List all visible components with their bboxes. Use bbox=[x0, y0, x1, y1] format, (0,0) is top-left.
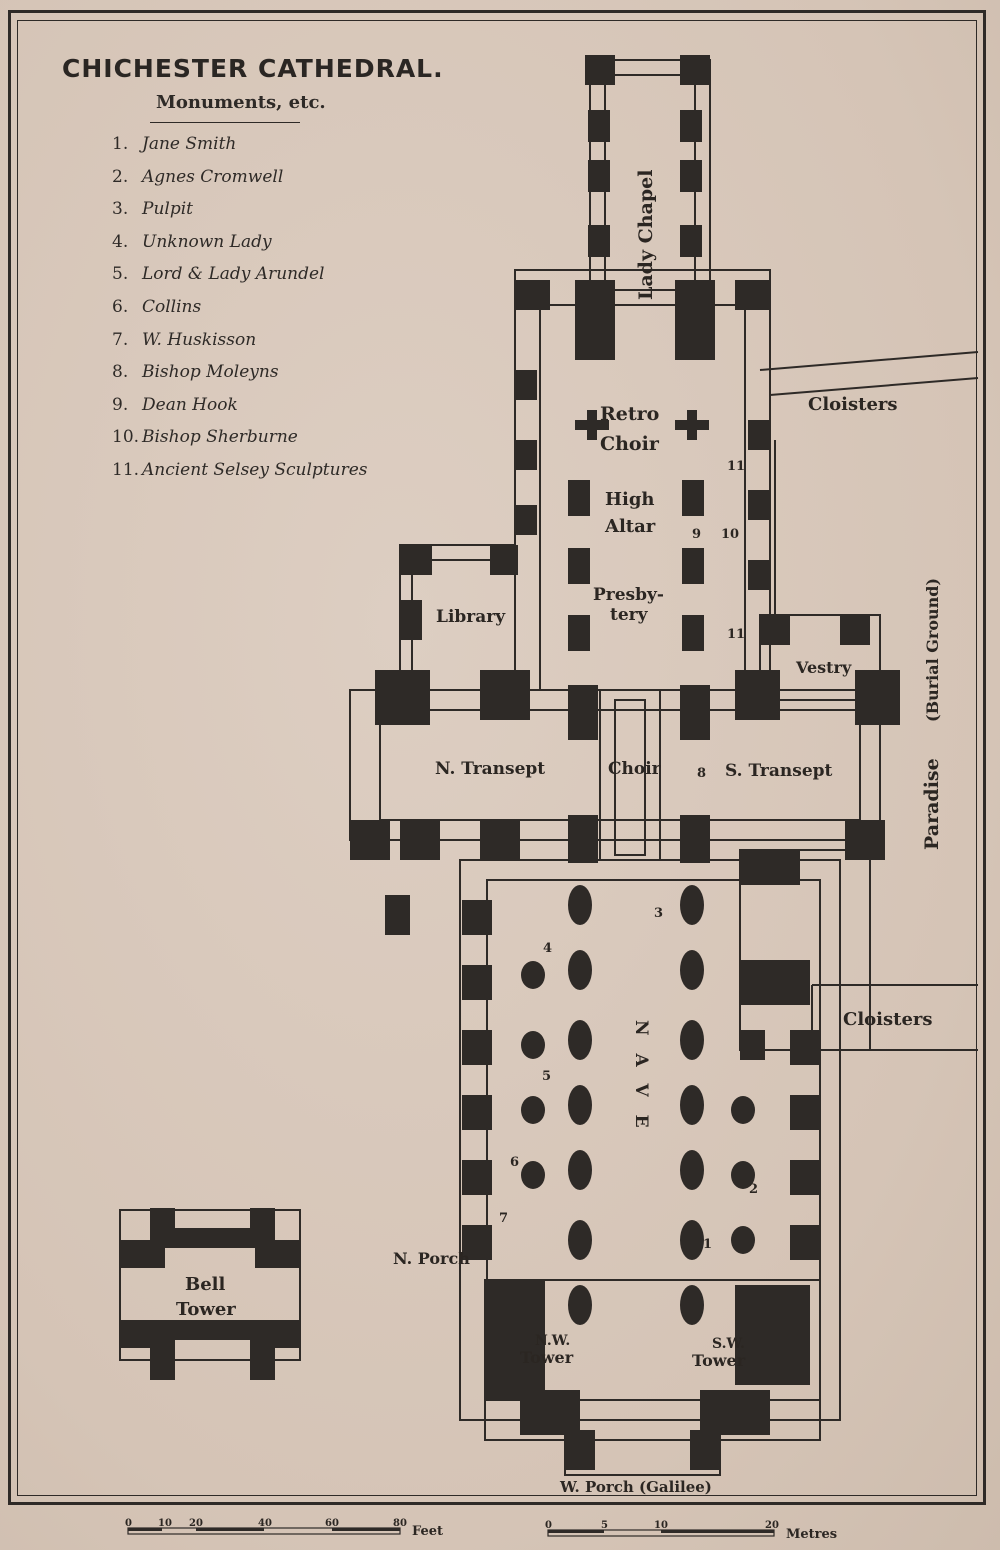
label-high: High bbox=[605, 489, 655, 510]
legend-item: 10.Bishop Sherburne bbox=[112, 423, 368, 456]
label-presbytery-1: Presby- bbox=[593, 585, 664, 605]
subtitle-rule bbox=[150, 122, 300, 123]
legend-number: 3. bbox=[112, 199, 129, 220]
legend-name: Jane Smith bbox=[142, 134, 237, 154]
legend-name: Lord & Lady Arundel bbox=[142, 264, 325, 285]
marker-10: 10 bbox=[721, 527, 739, 542]
legend-subtitle: Monuments, etc. bbox=[156, 92, 326, 113]
label-retro: Retro bbox=[600, 403, 659, 425]
scale-feet-tick-10: 10 bbox=[158, 1518, 172, 1529]
label-lady-chapel: Lady Chapel bbox=[635, 170, 657, 300]
paradise-wall bbox=[774, 440, 871, 985]
legend-number: 5. bbox=[112, 264, 129, 285]
bell-tower bbox=[119, 1208, 301, 1380]
legend-name: Pulpit bbox=[142, 199, 193, 220]
legend-item: 3. Pulpit bbox=[112, 195, 368, 228]
map-border-outer bbox=[8, 10, 986, 1505]
label-bell-1: Bell bbox=[185, 1274, 226, 1295]
legend-name: Bishop Moleyns bbox=[142, 362, 279, 383]
legend-item: 7. W. Huskisson bbox=[112, 326, 368, 359]
label-s-transept: S. Transept bbox=[725, 761, 833, 781]
scale-feet-unit: Feet bbox=[412, 1524, 443, 1539]
scale-feet-tick-60: 60 bbox=[325, 1518, 339, 1529]
label-cloisters-south: Cloisters bbox=[843, 1009, 933, 1030]
legend-item: 2. Agnes Cromwell bbox=[112, 163, 368, 196]
marker-1: 1 bbox=[703, 1237, 712, 1252]
label-presbytery-2: tery bbox=[610, 605, 649, 625]
label-paradise: Paradise bbox=[921, 758, 943, 850]
legend-name: Ancient Selsey Sculptures bbox=[142, 459, 368, 480]
monument-legend: 1. Jane Smith 2. Agnes Cromwell 3. Pulpit 4… bbox=[112, 130, 368, 489]
scale-feet-tick-80: 80 bbox=[393, 1518, 407, 1529]
legend-item: 1. Jane Smith bbox=[112, 130, 368, 163]
map-title: CHICHESTER CATHEDRAL. bbox=[62, 54, 444, 83]
nave-piers bbox=[521, 885, 755, 1325]
label-retro-choir: Choir bbox=[600, 433, 660, 455]
legend-number: 1. bbox=[112, 134, 129, 154]
scale-metres-tick-5: 5 bbox=[601, 1520, 608, 1531]
map-border-inner bbox=[17, 20, 977, 1496]
legend-number: 6. bbox=[112, 296, 129, 317]
legend-item: 11.Ancient Selsey Sculptures bbox=[112, 456, 368, 489]
legend-number: 8. bbox=[112, 362, 129, 383]
legend-number: 10. bbox=[112, 427, 140, 448]
scale-feet-tick-40: 40 bbox=[258, 1518, 272, 1529]
label-library: Library bbox=[436, 607, 506, 627]
marker-7: 7 bbox=[499, 1211, 508, 1226]
legend-number: 11. bbox=[112, 459, 140, 480]
label-nave: NAVE bbox=[631, 1020, 651, 1146]
scale-metres-tick-10: 10 bbox=[654, 1520, 668, 1531]
scale-metres-tick-0: 0 bbox=[545, 1520, 552, 1531]
label-nw-tower-1: N.W. bbox=[535, 1333, 570, 1349]
label-nw-tower-2: Tower bbox=[520, 1348, 574, 1367]
legend-number: 9. bbox=[112, 394, 129, 415]
label-choir: Choir bbox=[608, 759, 662, 779]
marker-6: 6 bbox=[510, 1155, 519, 1170]
label-altar: Altar bbox=[604, 516, 656, 537]
marker-3: 3 bbox=[654, 906, 663, 921]
label-sw-tower-1: S.W. bbox=[712, 1336, 745, 1352]
label-cloisters-north: Cloisters bbox=[808, 394, 898, 415]
legend-name: Bishop Sherburne bbox=[142, 427, 298, 448]
legend-item: 9. Dean Hook bbox=[112, 391, 368, 424]
label-vestry: Vestry bbox=[795, 658, 852, 677]
legend-name: Unknown Lady bbox=[142, 231, 272, 252]
legend-name: Collins bbox=[142, 296, 202, 317]
marker-4: 4 bbox=[543, 941, 552, 956]
legend-item: 4. Unknown Lady bbox=[112, 228, 368, 261]
marker-8: 8 bbox=[697, 766, 706, 781]
marker-2: 2 bbox=[749, 1182, 758, 1197]
legend-name: Dean Hook bbox=[142, 394, 238, 415]
marker-9: 9 bbox=[692, 527, 701, 542]
scale-bar-feet: 0 10 20 40 60 80 Feet bbox=[125, 1518, 443, 1539]
legend-name: Agnes Cromwell bbox=[142, 166, 284, 187]
label-sw-tower-2: Tower bbox=[692, 1351, 746, 1370]
legend-name: W. Huskisson bbox=[142, 329, 257, 350]
marker-5: 5 bbox=[542, 1069, 551, 1084]
scale-metres-unit: Metres bbox=[786, 1527, 837, 1542]
label-bell-2: Tower bbox=[176, 1299, 236, 1320]
label-n-porch: N. Porch bbox=[393, 1249, 470, 1268]
label-w-porch: W. Porch (Galilee) bbox=[559, 1478, 712, 1496]
marker-11-lower: 11 bbox=[727, 627, 745, 642]
scale-metres-tick-20: 20 bbox=[765, 1520, 779, 1531]
legend-item: 6. Collins bbox=[112, 293, 368, 326]
scale-feet-tick-0: 0 bbox=[125, 1518, 132, 1529]
legend-number: 2. bbox=[112, 166, 129, 187]
nave-walls bbox=[459, 859, 841, 1421]
legend-number: 7. bbox=[112, 329, 129, 350]
legend-number: 4. bbox=[112, 231, 129, 252]
marker-11-upper: 11 bbox=[727, 459, 745, 474]
cloister-north bbox=[759, 351, 979, 396]
legend-item: 5. Lord & Lady Arundel bbox=[112, 260, 368, 293]
plan-piers bbox=[119, 55, 900, 1470]
label-burial-ground: (Burial Ground) bbox=[923, 578, 942, 722]
scale-feet-tick-20: 20 bbox=[189, 1518, 203, 1529]
legend-item: 8. Bishop Moleyns bbox=[112, 358, 368, 391]
scale-bar-metres: 0 5 10 20 Metres bbox=[545, 1520, 837, 1542]
label-n-transept: N. Transept bbox=[435, 759, 545, 779]
